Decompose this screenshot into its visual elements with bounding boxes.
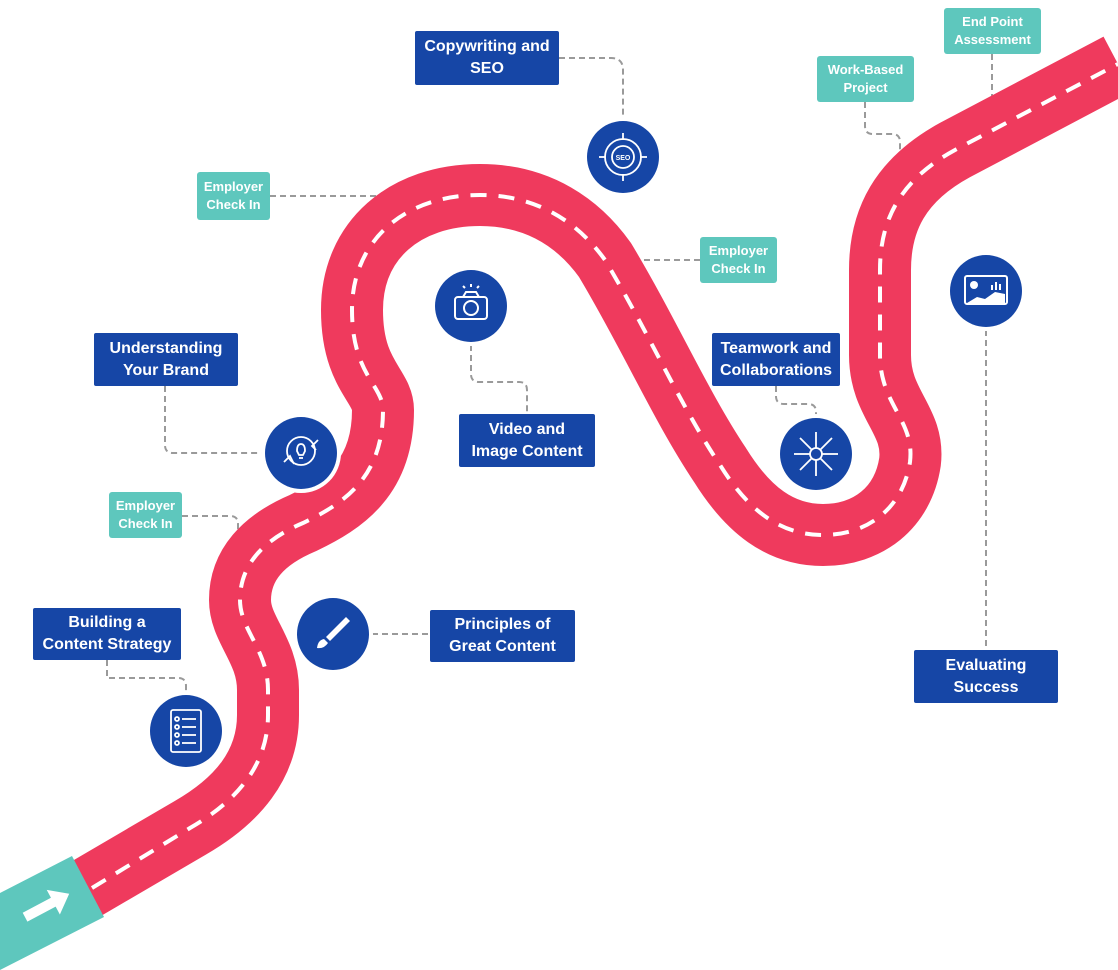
road-center-dashes [90,62,1118,890]
evaluating-success-label: Evaluating Success [914,650,1058,703]
evaluating-success-line2: Success [953,678,1019,696]
teamwork-collaborations-line1: Teamwork and [720,339,832,357]
video-image-content-label: Video and Image Content [459,414,595,467]
work-based-project-label: Work-Based Project [817,56,914,102]
building-content-strategy-label: Building a Content Strategy [33,608,181,660]
building-content-strategy-line2: Content Strategy [42,636,172,653]
arrow-right-icon [22,889,70,922]
evaluating-success-line1: Evaluating [945,656,1027,674]
principles-great-content-label: Principles of Great Content [430,610,575,662]
connector-work-based [864,102,901,160]
copywriting-seo-label: Copywriting and SEO [415,31,559,85]
camera-icon [454,284,488,320]
understanding-brand-label: Understanding Your Brand [94,333,238,386]
checklist-icon [170,709,202,753]
employer-check-in-label-3: Employer Check In [700,237,777,283]
employer-check-in-2-line1: Employer [203,179,264,194]
principles-great-content-line2: Great Content [449,638,556,655]
employer-check-in-1-line1: Employer [115,498,176,513]
copywriting-seo-line1: Copywriting and [424,38,550,55]
analytics-dashboard-icon [964,275,1008,305]
seo-target-icon [599,133,647,181]
module-icon-seo: SEO [583,117,663,197]
work-based-project-line1: Work-Based [827,62,904,77]
employer-check-in-label-1: Employer Check In [109,492,182,538]
connector-employer-check-1 [182,515,239,556]
team-hands-icon [794,432,838,476]
building-content-strategy-line1: Building a [68,614,146,631]
employer-check-in-3-line1: Employer [708,243,769,258]
employer-check-in-1-line2: Check In [118,516,173,531]
copywriting-seo-line2: SEO [470,60,504,77]
connector-lines [106,54,993,694]
connector-understanding-brand [164,386,262,454]
module-icon-analytics [946,251,1026,331]
teamwork-collaborations-label: Teamwork and Collaborations [712,333,840,386]
employer-check-in-2-line2: Check In [206,197,261,212]
brand-idea-icon [283,436,319,466]
video-image-content-line2: Image Content [471,442,583,460]
start-block-shape [0,856,104,970]
seo-icon-text: SEO [616,155,631,162]
work-based-project-line2: Project [843,80,888,95]
understanding-brand-line2: Your Brand [123,361,209,379]
module-icon-paintbrush [293,594,373,674]
module-icon-camera [431,266,511,346]
video-image-content-line1: Video and [488,420,566,438]
module-icon-brand [261,413,341,493]
connector-teamwork [775,386,817,420]
end-point-assessment-label: End Point Assessment [944,8,1041,54]
end-point-assessment-line1: End Point [962,14,1023,29]
employer-check-in-3-line2: Check In [711,261,766,276]
understanding-brand-line1: Understanding [109,339,223,357]
connector-video-image [470,345,528,414]
teamwork-collaborations-line2: Collaborations [719,361,832,379]
start-block [0,856,104,970]
principles-great-content-line1: Principles of [454,616,551,633]
paintbrush-icon [317,617,350,649]
end-point-assessment-line2: Assessment [954,32,1031,47]
connector-copywriting [559,57,624,118]
module-icon-checklist [146,691,226,771]
module-icon-teamwork [776,414,856,494]
employer-check-in-label-2: Employer Check In [197,172,270,220]
connector-building-strategy [106,660,187,694]
